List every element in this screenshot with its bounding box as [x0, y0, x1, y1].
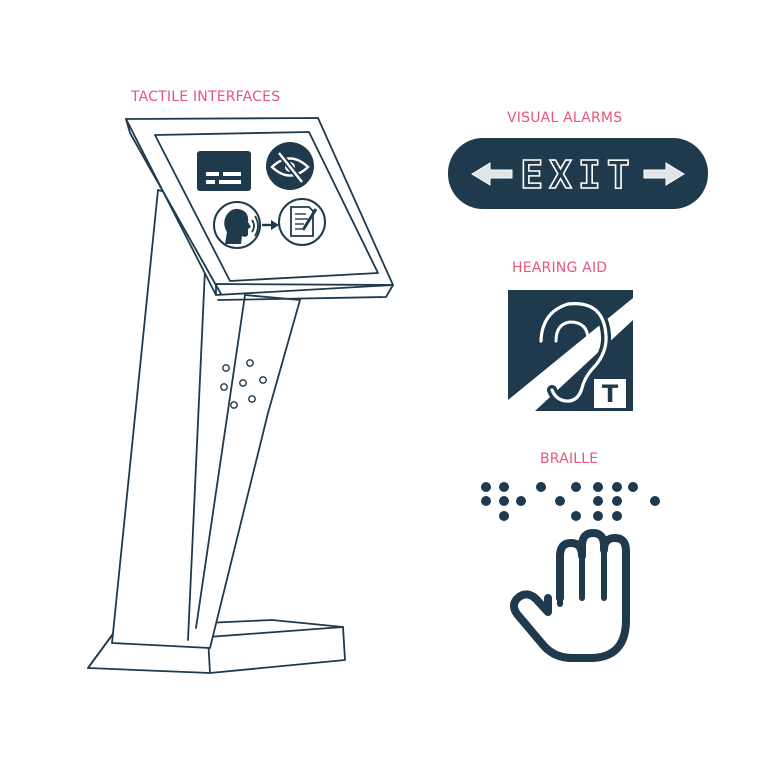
screen-icons — [197, 142, 326, 249]
hearing-aid-label: HEARING AID — [512, 260, 608, 276]
braille-label: BRAILLE — [540, 451, 599, 467]
kiosk-head — [125, 117, 394, 301]
telecoil-letter: T — [602, 380, 619, 408]
speaking-head-icon[interactable] — [213, 201, 261, 249]
exit-sign: EXIT — [448, 138, 708, 209]
speaker-grille — [220, 359, 267, 409]
hearing-loop-sign: T — [508, 290, 633, 411]
exit-text: EXIT — [520, 153, 636, 197]
arrow-left-icon — [471, 162, 513, 186]
kiosk — [87, 117, 394, 674]
eye-slash-icon[interactable] — [266, 142, 314, 190]
visual-alarms-label: VISUAL ALARMS — [507, 110, 623, 126]
ear-icon — [539, 298, 612, 407]
hand-icon — [510, 529, 630, 662]
tactile-interfaces-label: TACTILE INTERFACES — [131, 89, 281, 105]
arrow-right-icon — [262, 220, 279, 230]
id-card-icon[interactable] — [197, 151, 251, 191]
arrow-right-icon — [643, 162, 685, 186]
document-pen-icon[interactable] — [278, 198, 326, 246]
braille-dots — [481, 482, 660, 521]
